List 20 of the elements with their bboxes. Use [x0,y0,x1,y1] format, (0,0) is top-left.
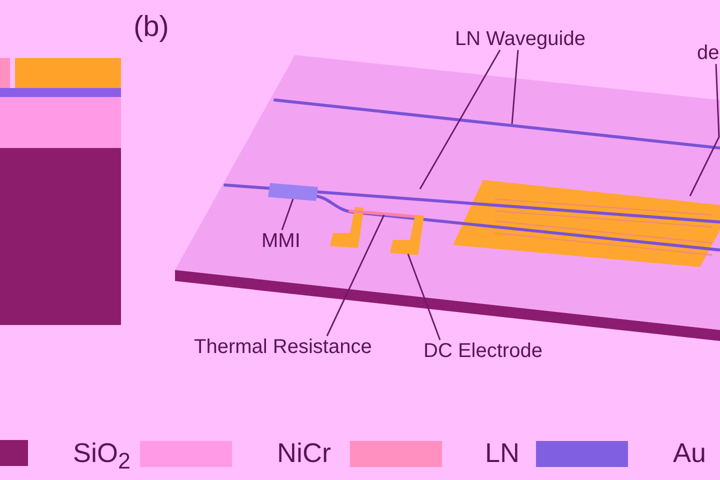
leader-line [407,254,441,340]
electrode [453,180,720,267]
part-label: de [697,42,720,64]
part-label: Thermal Resistance [194,336,372,358]
legend-label: SiO$_{2}$ [73,440,131,473]
leader-line [689,64,720,196]
leader-line [326,214,385,336]
legend-label: LN [485,440,520,467]
waveguide [274,98,720,150]
leader-line [511,50,519,124]
panel-label: (b) [134,12,169,44]
waveguide [224,184,720,224]
leader-line [281,198,294,230]
part-label: DC Electrode [424,340,542,362]
electrode-pad [390,215,424,255]
part-label: MMI [262,230,300,252]
legend-label: NiCr [277,440,331,467]
part-label: LN Waveguide [455,28,586,50]
leader-line [419,50,501,190]
legend-label: Au [673,440,706,467]
